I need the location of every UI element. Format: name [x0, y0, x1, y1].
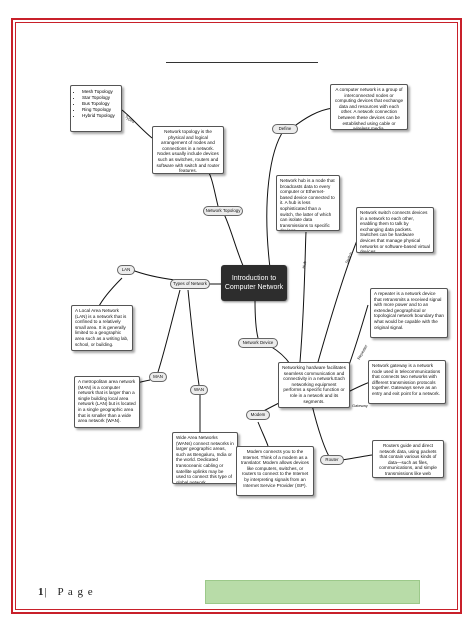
note-hub: Network hub is a node that broadcasts da… — [276, 175, 340, 231]
connector-gateway — [347, 381, 371, 393]
connector-hub — [299, 231, 307, 363]
note-network-device: Networking hardware facilitates seamless… — [278, 362, 350, 408]
note-repeater: A repeater is a network device that retr… — [370, 288, 448, 338]
connector-topology-list — [121, 109, 153, 139]
connector-define — [266, 129, 285, 269]
connector-topology — [222, 211, 245, 269]
connector-switch — [317, 237, 359, 363]
note-switch: Network switch connects devices in a net… — [356, 207, 434, 253]
page-footer: 1| P a g e — [38, 586, 94, 598]
branch-lan[interactable]: LAN — [117, 265, 135, 275]
center-node-line1: Introduction to — [231, 275, 277, 282]
branch-define[interactable]: Define — [272, 124, 298, 134]
page-label: P a g e — [57, 586, 94, 598]
note-wan: Wide Area Networks (WANs) connect networ… — [172, 432, 238, 484]
note-lan: A Local Area Network (LAN) is a network … — [71, 305, 133, 351]
connector-wan — [187, 289, 200, 386]
topology-item: Mesh Topology — [82, 89, 119, 95]
page-number: 1 — [38, 586, 45, 598]
connector-router-note — [341, 454, 373, 461]
connector-define-note — [291, 107, 334, 129]
topology-list: Mesh Topology Star Topology Bus Topology… — [70, 85, 122, 132]
note-router: Routers guide and direct network data, u… — [372, 440, 444, 478]
note-man: A metropolitan area network (MAN) is a c… — [74, 376, 140, 428]
note-modem: Modem connects you to the Internet. Thin… — [236, 446, 314, 496]
branch-router[interactable]: Router — [320, 455, 344, 465]
topology-item: Ring Topology — [82, 107, 119, 113]
branch-wan[interactable]: WAN — [190, 385, 208, 395]
center-node[interactable]: Introduction to Computer Network — [221, 265, 287, 301]
connector-lan-note — [97, 277, 123, 309]
connector-router — [311, 404, 331, 459]
branch-network-topology[interactable]: Network Topology — [203, 206, 243, 216]
page-border-outer — [11, 18, 462, 614]
note-define: A computer network is a group of interco… — [330, 84, 408, 130]
topology-item: Hybrid Topology — [82, 113, 119, 119]
connector-lan — [131, 269, 176, 281]
connector-man — [157, 289, 181, 373]
topology-item: Bus Topology — [82, 101, 119, 107]
center-node-line2: Computer Network — [224, 284, 284, 291]
connector-device — [254, 299, 259, 339]
branch-modem[interactable]: Modem — [246, 410, 270, 420]
footer-green-box — [205, 580, 420, 604]
edge-label-gateway: Gateway — [352, 403, 368, 408]
note-gateway: Network gateway is a network node used i… — [368, 360, 446, 404]
page-border-inner — [15, 22, 458, 610]
branch-network-device[interactable]: Network Device — [238, 338, 278, 348]
title-underline — [166, 62, 318, 63]
note-topology: Network topology is the physical and log… — [152, 126, 224, 174]
connector-modem-note — [257, 421, 269, 447]
topology-item: Star Topology — [82, 95, 119, 101]
branch-types-of-network[interactable]: Types of Network — [170, 279, 210, 289]
branch-man[interactable]: MAN — [149, 372, 167, 382]
page-separator: | — [44, 586, 48, 598]
